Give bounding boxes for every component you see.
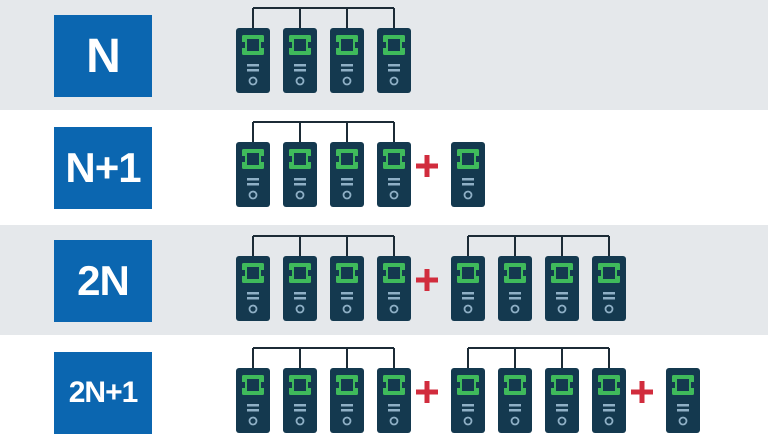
server-icon <box>236 256 270 321</box>
server-icon <box>451 142 485 207</box>
server-icon <box>377 28 411 93</box>
server-icon <box>377 142 411 207</box>
server-icon <box>545 256 579 321</box>
server-icon <box>236 142 270 207</box>
label-n-plus-1-text: N+1 <box>65 144 141 191</box>
label-2n-text: 2N <box>77 257 130 304</box>
server-icon <box>283 256 317 321</box>
server-icon <box>283 368 317 433</box>
plus-icon <box>416 269 438 291</box>
plus-icon <box>416 155 438 177</box>
server-icon <box>592 368 626 433</box>
server-icon <box>666 368 700 433</box>
server-icon <box>377 368 411 433</box>
server-icon <box>377 256 411 321</box>
plus-icon <box>416 381 438 403</box>
server-icon <box>330 142 364 207</box>
label-n-plus-1: N+1 <box>54 127 152 209</box>
server-icon <box>236 368 270 433</box>
server-icon <box>592 256 626 321</box>
server-icon <box>498 368 532 433</box>
label-2n-plus-1-text: 2N+1 <box>68 376 139 409</box>
server-icon <box>498 256 532 321</box>
server-icon <box>283 28 317 93</box>
label-2n: 2N <box>54 240 152 322</box>
plus-icon <box>631 381 653 403</box>
label-n-text: N <box>86 29 121 83</box>
server-icon <box>330 368 364 433</box>
server-icon <box>283 142 317 207</box>
server-icon <box>451 368 485 433</box>
label-2n-plus-1: 2N+1 <box>54 352 152 434</box>
label-n: N <box>54 15 152 97</box>
server-icon <box>330 28 364 93</box>
server-icon <box>236 28 270 93</box>
server-icon <box>451 256 485 321</box>
server-icon <box>330 256 364 321</box>
server-icon <box>545 368 579 433</box>
